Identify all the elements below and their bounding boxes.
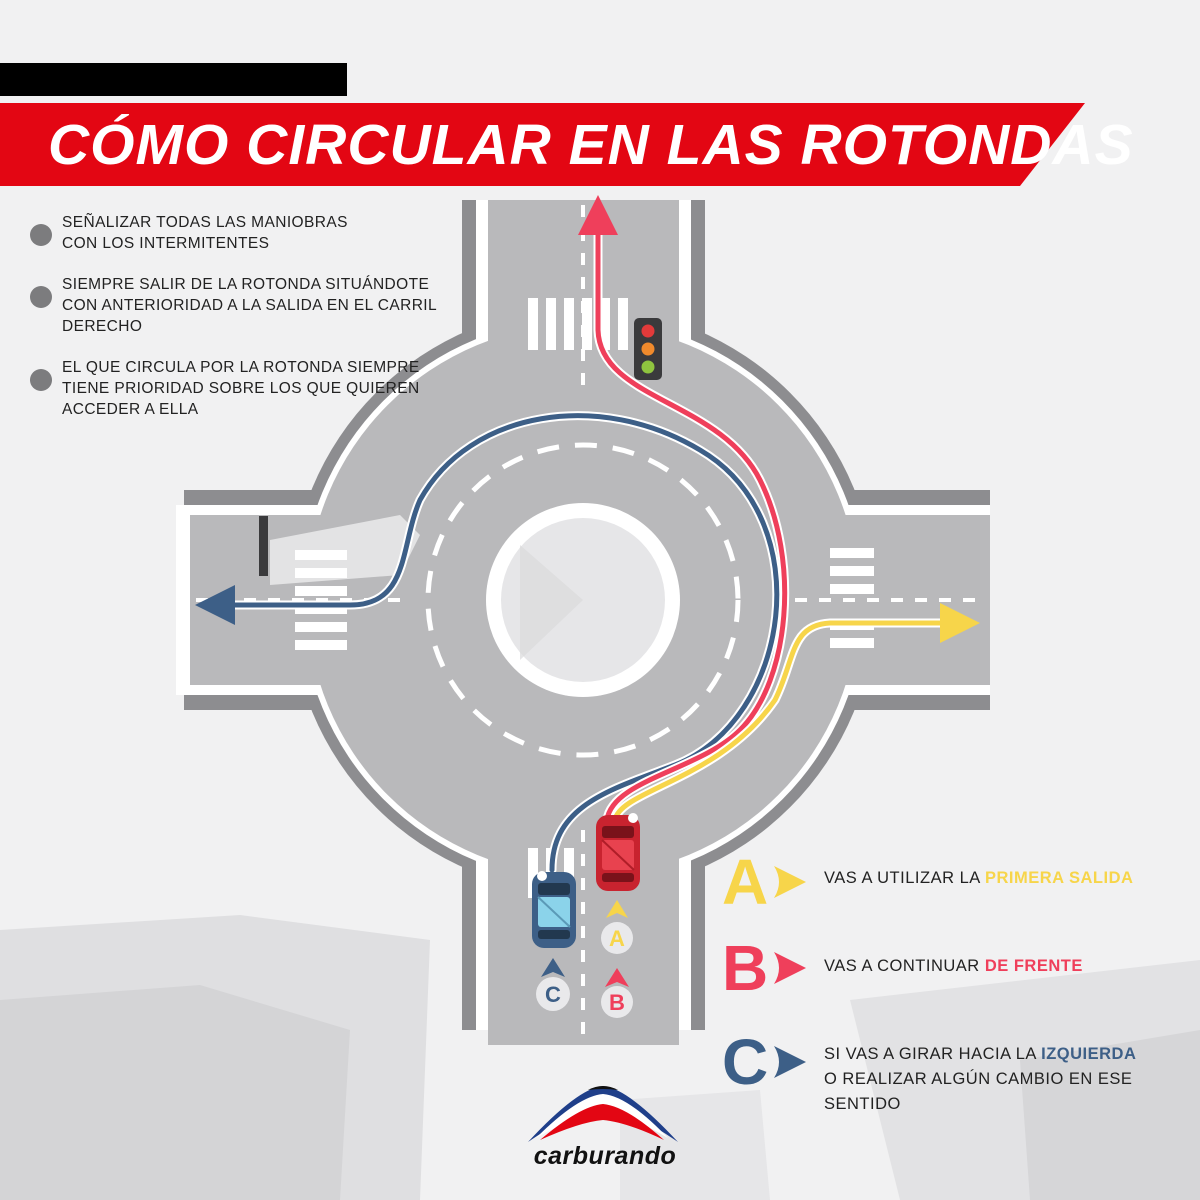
lane-marker-c: C bbox=[536, 958, 570, 1011]
tip-item: SEÑALIZAR TODAS LAS MANIOBRAS CON LOS IN… bbox=[30, 212, 450, 254]
legend-letter: C bbox=[722, 1026, 769, 1098]
page-title: CÓMO CIRCULAR EN LAS ROTONDAS bbox=[48, 113, 1134, 177]
path-a-first-exit bbox=[612, 603, 980, 823]
legend-text: SI VAS A GIRAR HACIA LA IZQUIERDA O REAL… bbox=[824, 1045, 1137, 1113]
tip-text: SIEMPRE SALIR DE LA ROTONDA SITUÁNDOTE C… bbox=[62, 276, 438, 335]
bullet-icon bbox=[30, 369, 52, 391]
chevron-right-icon bbox=[774, 1046, 806, 1078]
brand-logo: carburando bbox=[518, 1080, 688, 1175]
tip-item: SIEMPRE SALIR DE LA ROTONDA SITUÁNDOTE C… bbox=[30, 274, 450, 337]
svg-text:B: B bbox=[609, 990, 625, 1015]
bullet-icon bbox=[30, 224, 52, 246]
red-car-icon bbox=[596, 813, 640, 891]
tip-item: EL QUE CIRCULA POR LA ROTONDA SIEMPRE TI… bbox=[30, 357, 450, 420]
bullet-icon bbox=[30, 286, 52, 308]
legend-letter: A bbox=[722, 846, 769, 918]
tip-text: SEÑALIZAR TODAS LAS MANIOBRAS CON LOS IN… bbox=[62, 214, 348, 252]
traffic-light-icon bbox=[634, 318, 662, 380]
crosswalk-top bbox=[528, 298, 628, 350]
path-c-left bbox=[195, 413, 780, 873]
legend-text: VAS A CONTINUAR DE FRENTE bbox=[824, 957, 1083, 975]
road-end-left bbox=[176, 515, 190, 685]
lane-marker-b: B bbox=[601, 968, 633, 1018]
legend-text: VAS A UTILIZAR LA PRIMERA SALIDA bbox=[824, 869, 1134, 887]
stop-line-post bbox=[259, 516, 268, 576]
lane-marker-a: A bbox=[601, 900, 633, 954]
brand-name: carburando bbox=[533, 1142, 677, 1170]
title-banner: CÓMO CIRCULAR EN LAS ROTONDAS bbox=[0, 103, 1133, 186]
svg-text:A: A bbox=[609, 926, 625, 951]
chevron-right-icon bbox=[774, 952, 806, 984]
chevron-right-icon bbox=[774, 866, 806, 898]
tip-text: EL QUE CIRCULA POR LA ROTONDA SIEMPRE TI… bbox=[62, 359, 420, 418]
brand-logo-mark bbox=[528, 1086, 678, 1142]
svg-text:C: C bbox=[545, 982, 561, 1007]
blue-car-icon bbox=[532, 871, 576, 948]
tips-list: SEÑALIZAR TODAS LAS MANIOBRAS CON LOS IN… bbox=[30, 212, 450, 440]
ring-lane-marking bbox=[425, 442, 741, 758]
top-black-bar bbox=[0, 63, 347, 96]
path-b-straight bbox=[578, 195, 788, 823]
legend-letter: B bbox=[722, 932, 769, 1004]
headlight-beam bbox=[270, 515, 420, 585]
